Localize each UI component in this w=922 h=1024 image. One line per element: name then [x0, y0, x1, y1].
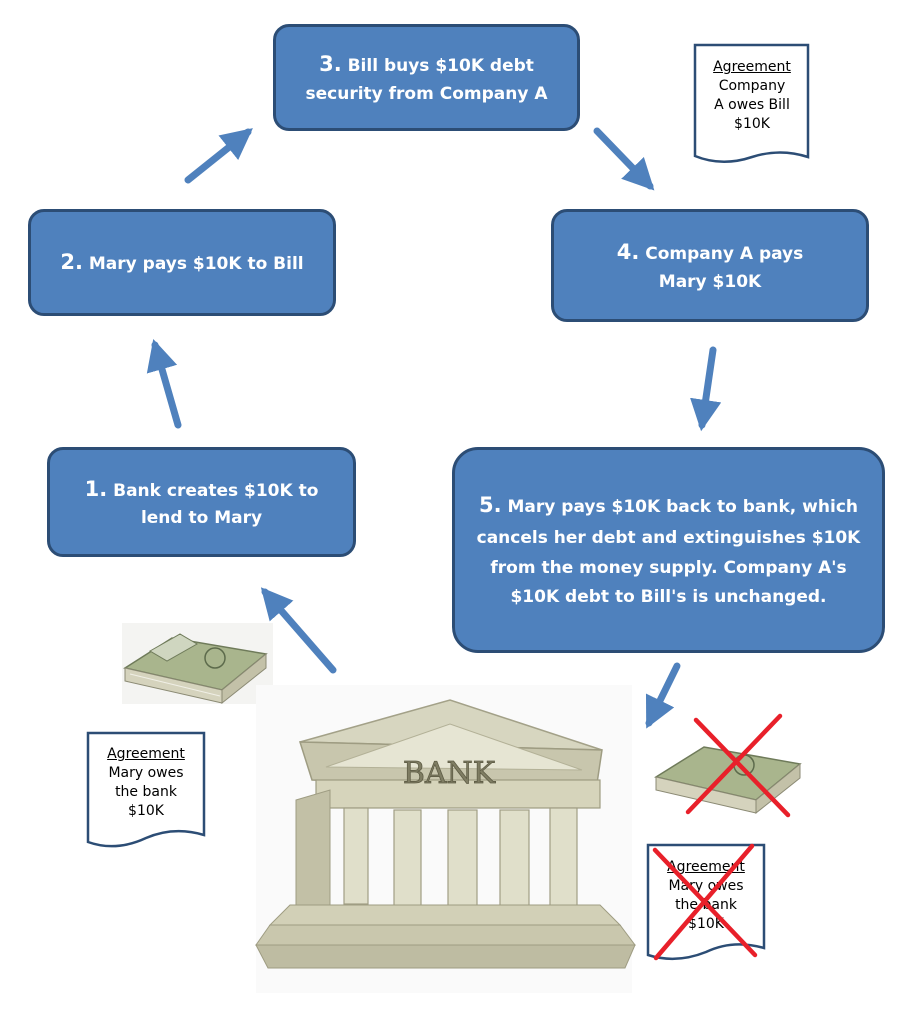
- step-number: 4.: [616, 240, 640, 265]
- agreement-company-text: Agreement Company A owes Bill $10K: [697, 58, 807, 134]
- step-number: 3.: [319, 52, 342, 77]
- agreement-line: A owes Bill: [714, 96, 790, 113]
- arrow-step2-to-step3: [184, 128, 253, 184]
- step-1-box: 1. Bank creates $10K to lend to Mary: [47, 447, 356, 557]
- bank-sign: BANK: [403, 756, 496, 791]
- step-text: Bill buys $10K debt security from Compan…: [305, 56, 548, 104]
- step-number: 5.: [478, 493, 502, 517]
- step-text: Mary pays $10K back to bank, which cance…: [476, 497, 861, 608]
- agreement-line: $10K: [128, 802, 164, 819]
- step-2-box: 2. Mary pays $10K to Bill: [28, 209, 336, 316]
- agreement-document-mary: [86, 731, 206, 848]
- step-text: Company A pays Mary $10K: [645, 244, 804, 292]
- agreement-line: Company: [718, 77, 786, 94]
- step-text: Mary pays $10K to Bill: [88, 254, 304, 275]
- agreement-line: the bank: [115, 783, 177, 800]
- agreement-line: Mary owes: [108, 764, 184, 781]
- step-3-box: 3. Bill buys $10K debt security from Com…: [273, 24, 580, 131]
- arrow-bank-to-step1: [260, 587, 337, 674]
- money-stack-icon: [122, 623, 273, 705]
- agreement-title: Agreement: [667, 859, 745, 875]
- arrow-step4-to-step5: [690, 346, 722, 432]
- step-text: Bank creates $10K to lend to Mary: [113, 480, 319, 529]
- arrow-step3-to-step4: [593, 127, 655, 191]
- arrow-step1-to-step2: [146, 338, 182, 429]
- cross-line: [653, 843, 755, 961]
- cancel-cross-money-icon: [685, 713, 791, 818]
- bank-building-icon: [255, 685, 636, 993]
- agreement-cancelled-text: Agreement Mary owes the bank $10K: [648, 858, 764, 934]
- arrow-step5-to-bank: [645, 662, 681, 729]
- step-number: 2.: [60, 250, 83, 275]
- step-number: 1.: [84, 476, 108, 501]
- agreement-mary-text: Agreement Mary owes the bank $10K: [88, 745, 204, 821]
- agreement-line: $10K: [688, 915, 724, 932]
- agreement-document-company: [693, 43, 810, 163]
- agreement-line: $10K: [734, 115, 770, 132]
- step-5-box: 5. Mary pays $10K back to bank, which ca…: [452, 447, 885, 653]
- agreement-title: Agreement: [107, 746, 185, 762]
- step-4-box: 4. Company A pays Mary $10K: [551, 209, 869, 322]
- agreement-title: Agreement: [713, 59, 791, 75]
